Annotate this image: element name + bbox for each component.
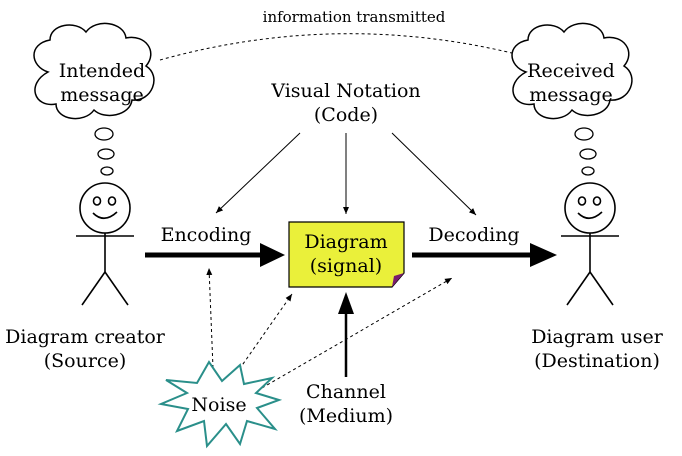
noise-to-encoding-arrow [206, 267, 214, 369]
encoding-arrow [145, 243, 285, 267]
information-transmitted-label: information transmitted [263, 8, 446, 26]
noise-label: Noise [191, 394, 246, 416]
code-label-line2: (Code) [314, 104, 378, 126]
destination-thought-line1: Received [527, 60, 615, 82]
destination-label-line1: Diagram user [531, 326, 663, 348]
source-thought-line2: message [60, 84, 144, 106]
channel-label-line2: (Medium) [299, 405, 393, 427]
signal-line2: (signal) [310, 255, 382, 277]
destination-thought-cloud [511, 22, 633, 176]
destination-thought-line2: message [529, 84, 613, 106]
destination-stick-figure [561, 182, 619, 306]
decoding-arrow [412, 243, 557, 267]
code-label-line1: Visual Notation [270, 80, 420, 102]
decoding-label: Decoding [428, 224, 519, 246]
noise-to-decoding-arrow [261, 277, 453, 389]
source-label-line2: (Source) [44, 350, 127, 372]
signal-note [288, 221, 405, 288]
noise-starburst [157, 360, 283, 449]
source-thought-line1: Intended [59, 60, 145, 82]
destination-label-line2: (Destination) [534, 350, 660, 372]
code-to-decoding-arrow [391, 132, 477, 216]
information-transmitted-link [159, 33, 521, 61]
noise-to-signal-arrow [235, 293, 293, 375]
source-label-line1: Diagram creator [5, 326, 166, 348]
signal-line1: Diagram [304, 231, 387, 253]
source-thought-cloud [33, 22, 155, 176]
code-to-encoding-arrow [215, 132, 301, 214]
source-stick-figure [76, 182, 134, 306]
encoding-label: Encoding [161, 224, 252, 246]
channel-arrow [338, 292, 354, 377]
channel-label-line1: Channel [306, 381, 386, 403]
